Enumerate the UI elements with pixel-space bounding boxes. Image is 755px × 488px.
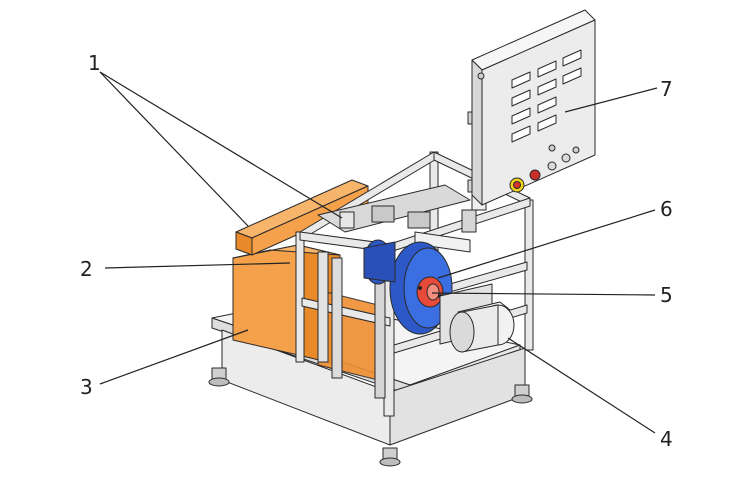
leader-5 <box>431 292 656 296</box>
callout-labels: 1 2 3 4 5 6 7 <box>80 51 673 451</box>
selector-knob-2 <box>561 153 571 163</box>
callout-7: 7 <box>660 77 673 101</box>
leader-4 <box>507 337 656 434</box>
leader-2 <box>104 262 291 269</box>
callout-3: 3 <box>80 375 93 399</box>
callout-1: 1 <box>88 51 101 75</box>
leader-1b <box>99 71 343 219</box>
indicator-panel <box>511 49 582 143</box>
leader-lines <box>99 71 658 434</box>
callout-4: 4 <box>660 427 673 451</box>
red-button <box>529 169 541 181</box>
leveling-feet <box>208 367 533 467</box>
leader-3 <box>99 329 249 385</box>
selector-knob <box>547 161 557 171</box>
leader-7 <box>564 87 658 113</box>
leader-1a <box>99 71 249 227</box>
callout-5: 5 <box>660 283 673 307</box>
emergency-stop-button <box>513 181 521 189</box>
control-cabinet <box>471 9 596 206</box>
red-hub <box>416 276 444 308</box>
callout-2: 2 <box>80 257 93 281</box>
motor-unit <box>439 283 515 353</box>
top-mounting-plate <box>317 184 477 253</box>
orange-guard-beam <box>235 179 369 256</box>
callout-6: 6 <box>660 197 673 221</box>
leader-6 <box>437 209 656 279</box>
